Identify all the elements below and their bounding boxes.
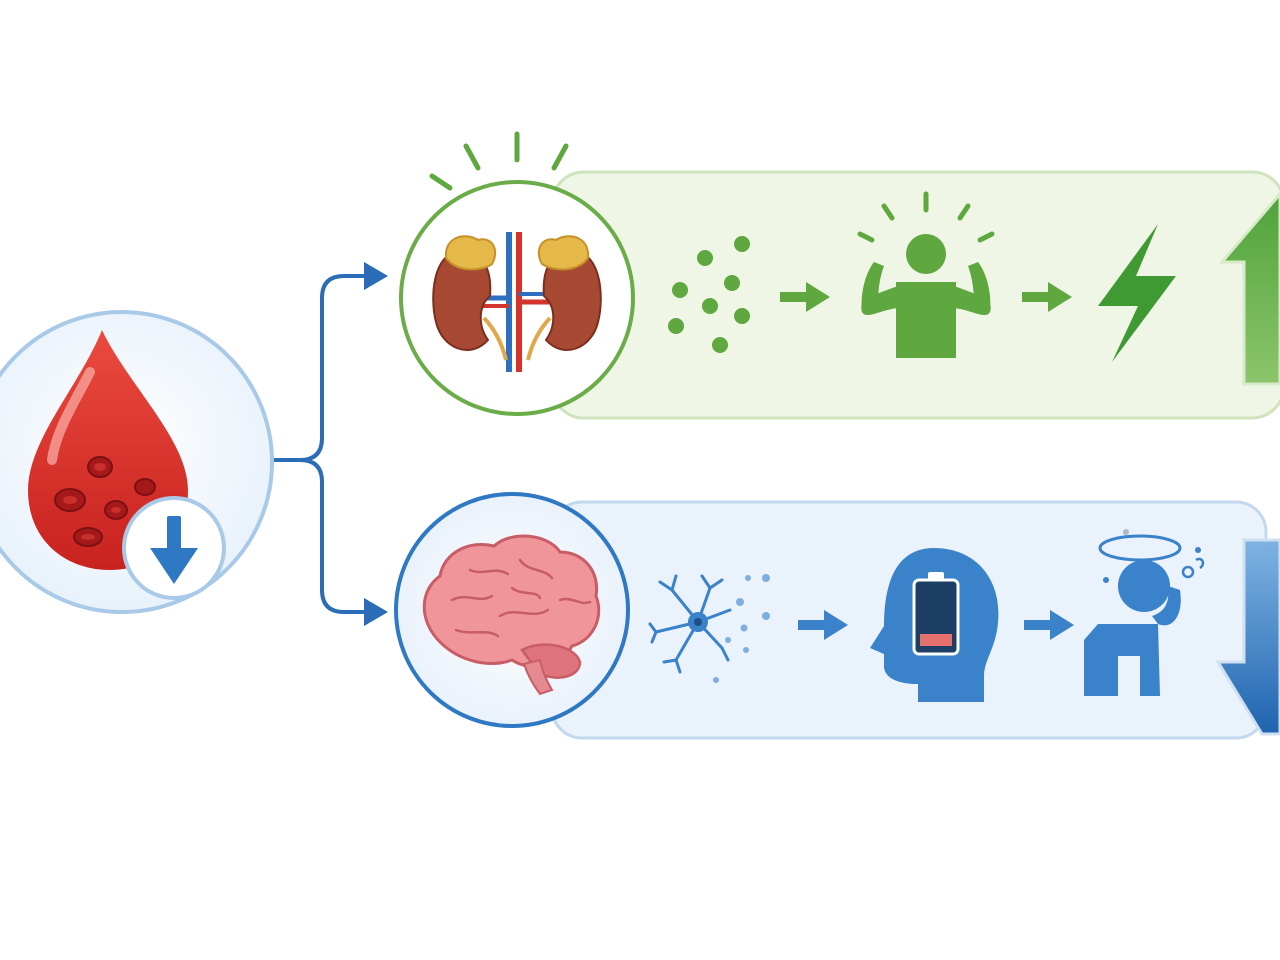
branch-connectors [272, 262, 388, 626]
down-arrow-icon [122, 496, 226, 600]
large-up-arrow-icon [1218, 191, 1280, 386]
brain-icon [422, 534, 601, 696]
lightning-bolt-icon [1098, 224, 1176, 362]
green-particles-icon [668, 236, 750, 353]
branch-lower [394, 492, 1280, 740]
step-arrow-upper-1 [780, 282, 830, 312]
connector-arrowhead-upper [364, 262, 388, 290]
branch-upper [399, 131, 1280, 420]
connector-arrowhead-lower [364, 598, 388, 626]
dizzy-person-icon [1084, 529, 1205, 696]
source-node [0, 310, 274, 614]
large-down-arrow-icon [1215, 538, 1280, 736]
flexing-person-icon [857, 191, 995, 358]
organ-rays-upper [429, 131, 569, 191]
head-low-battery-icon [870, 548, 999, 702]
step-arrow-lower-1 [798, 610, 848, 640]
step-arrow-upper-2 [1022, 282, 1072, 312]
step-arrow-lower-2 [1024, 610, 1074, 640]
neuron-icon [648, 574, 770, 683]
kidneys-adrenal-icon [432, 232, 602, 372]
